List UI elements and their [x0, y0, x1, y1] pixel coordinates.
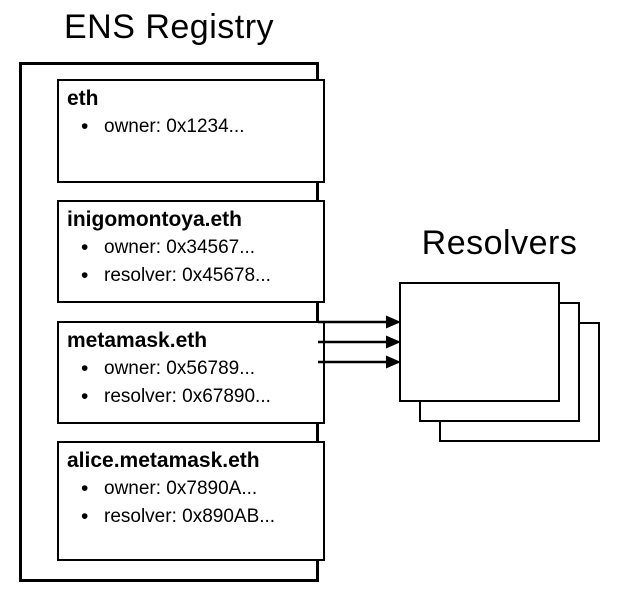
record-eth: eth owner: 0x1234...: [57, 79, 325, 183]
record-property: resolver: 0x45678...: [67, 262, 315, 290]
record-name: eth: [67, 87, 99, 110]
record-property: owner: 0x7890A...: [67, 475, 315, 503]
record-properties: owner: 0x56789... resolver: 0x67890...: [67, 355, 315, 411]
record-property: resolver: 0x890AB...: [67, 503, 315, 531]
record-property: resolver: 0x67890...: [67, 383, 315, 411]
record-name: metamask.eth: [67, 329, 208, 352]
record-property: owner: 0x1234...: [67, 113, 315, 141]
record-metamask-eth: metamask.eth owner: 0x56789... resolver:…: [57, 321, 325, 424]
record-inigomontoya-eth: inigomontoya.eth owner: 0x34567... resol…: [57, 200, 325, 303]
record-name: alice.metamask.eth: [67, 449, 260, 472]
record-properties: owner: 0x34567... resolver: 0x45678...: [67, 234, 315, 290]
record-properties: owner: 0x1234...: [67, 113, 315, 141]
resolver-box-front: [399, 282, 560, 402]
record-alice-metamask-eth: alice.metamask.eth owner: 0x7890A... res…: [57, 441, 325, 561]
record-property: owner: 0x34567...: [67, 234, 315, 262]
registry-title: ENS Registry: [63, 8, 275, 46]
resolvers-title: Resolvers: [421, 224, 578, 262]
record-properties: owner: 0x7890A... resolver: 0x890AB...: [67, 475, 315, 531]
record-name: inigomontoya.eth: [67, 208, 242, 231]
arrow-icon: [318, 355, 401, 369]
record-property: owner: 0x56789...: [67, 355, 315, 383]
registry-box: eth owner: 0x1234... inigomontoya.eth ow…: [19, 62, 325, 582]
arrow-icon: [318, 315, 401, 329]
arrow-icon: [318, 335, 401, 349]
